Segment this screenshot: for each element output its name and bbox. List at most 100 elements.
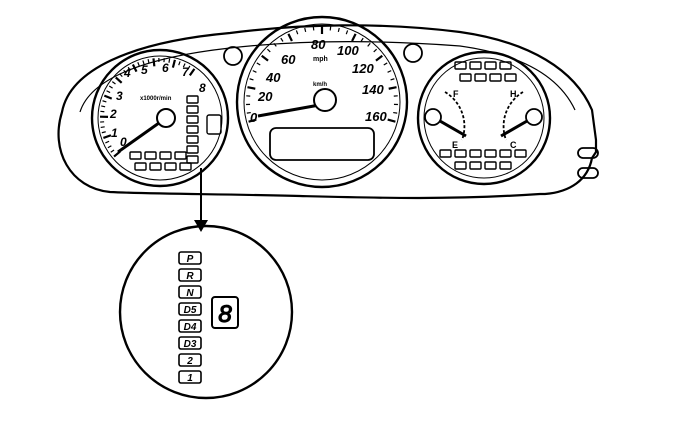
temp-hot-label: H: [510, 89, 517, 99]
tach-tick: [107, 145, 112, 149]
cluster-housing: [57, 24, 598, 200]
screw-right: [403, 43, 423, 63]
tach-tick: [187, 65, 191, 70]
connector-lower: [577, 167, 599, 179]
speedo-tick: [393, 111, 398, 114]
speedo-tick: [249, 78, 254, 81]
fuel-empty-label: E: [452, 140, 458, 150]
speedo-num-120: 120: [352, 61, 374, 76]
tach-tick: [131, 63, 138, 73]
speedo-tick: [266, 48, 271, 53]
tachometer: 0 1 2 3 4 5 6 7 8 x1000r/min: [90, 48, 230, 188]
tach-tick: [188, 68, 196, 77]
speedo-tick: [247, 86, 256, 90]
tach-tick: [137, 62, 140, 67]
speedo-num-40: 40: [265, 70, 281, 85]
tach-num-7: 7: [182, 65, 190, 79]
speedo-tick: [337, 27, 340, 33]
speedo-tick: [295, 30, 299, 35]
tach-tick: [105, 140, 110, 144]
speedo-tick: [304, 27, 307, 33]
shift-position-box: [178, 251, 202, 265]
tach-tick: [108, 85, 113, 89]
speedo-tick: [383, 62, 388, 66]
speedometer: 0 20 40 60 80 100 120 140 160 mph km/h: [235, 15, 409, 189]
speedo-tick: [360, 37, 364, 42]
tach-tick: [111, 81, 116, 85]
tach-tick: [119, 73, 123, 78]
tach-tick: [100, 126, 105, 129]
tach-num-8: 8: [199, 81, 206, 95]
fuel-full-label: F: [453, 89, 459, 99]
speedo-tick: [273, 42, 277, 47]
tach-num-4: 4: [123, 66, 131, 80]
tach-hub: [156, 108, 176, 128]
speedo-tick: [387, 70, 392, 73]
speedo-hub: [313, 88, 337, 112]
tach-unit-label: x1000r/min: [140, 96, 172, 102]
tach-tick: [182, 63, 186, 68]
fuel-hub: [424, 108, 442, 126]
speedo-tick: [287, 33, 293, 42]
shift-position-label: 1: [187, 373, 193, 384]
shift-position-box: [178, 353, 202, 367]
tach-num-2: 2: [109, 107, 117, 121]
speedo-needle: [257, 102, 326, 118]
tach-tick: [178, 61, 181, 66]
speedo-tick: [375, 54, 383, 62]
shift-position-label: D4: [184, 322, 197, 333]
shift-position-label: 2: [186, 356, 193, 367]
speedo-tick: [373, 48, 378, 53]
temp-hub: [525, 108, 543, 126]
speedo-num-140: 140: [362, 82, 384, 97]
speedo-unit-kmh: km/h: [313, 82, 327, 88]
speedo-tick: [367, 42, 371, 47]
speedo-num-0: 0: [250, 110, 258, 125]
tach-tick: [142, 60, 145, 65]
temp-cold-label: C: [510, 140, 517, 150]
tach-tick: [115, 76, 123, 84]
tach-gear-indicator-lamps: [186, 95, 222, 164]
tach-tick: [123, 69, 127, 74]
tach-tick: [168, 58, 171, 63]
speedo-tick: [345, 30, 349, 35]
speedo-tick: [248, 118, 257, 123]
tach-num-3: 3: [116, 89, 123, 103]
speedo-num-20: 20: [257, 89, 273, 104]
tach-tick: [101, 105, 106, 108]
speedo-tick: [387, 118, 396, 123]
speedo-num-160: 160: [365, 109, 387, 124]
tach-tick: [101, 131, 106, 134]
speedo-num-80: 80: [311, 37, 326, 52]
tach-warning-lamps: [129, 151, 192, 171]
tach-tick: [127, 66, 131, 71]
connector-upper: [577, 147, 599, 159]
tach-tick: [147, 59, 150, 64]
temp-scale-arc: [502, 91, 524, 141]
tach-num-6: 6: [162, 61, 169, 75]
tach-tick: [110, 149, 115, 153]
shift-position-label: D5: [184, 305, 197, 316]
speedo-unit-mph: mph: [313, 56, 328, 63]
fuel-scale-arc: [444, 91, 466, 141]
gear-digit-display: [211, 296, 239, 329]
fuel-temp-warning-lamps: [439, 61, 527, 170]
shift-position-box: [178, 285, 202, 299]
shift-position-box: [178, 302, 202, 316]
shift-position-label: R: [186, 271, 194, 282]
tach-tick: [171, 59, 176, 68]
odometer-display: [269, 127, 375, 161]
shift-position-label: P: [187, 254, 194, 265]
speedo-num-60: 60: [281, 52, 296, 67]
tach-num-1: 1: [111, 126, 118, 140]
shift-position-box: [178, 336, 202, 350]
screw-left: [223, 46, 243, 66]
speedo-tick: [390, 78, 395, 81]
speedo-tick: [351, 33, 357, 42]
speedo-tick: [261, 54, 269, 62]
tachometer-ticks: [99, 57, 196, 158]
